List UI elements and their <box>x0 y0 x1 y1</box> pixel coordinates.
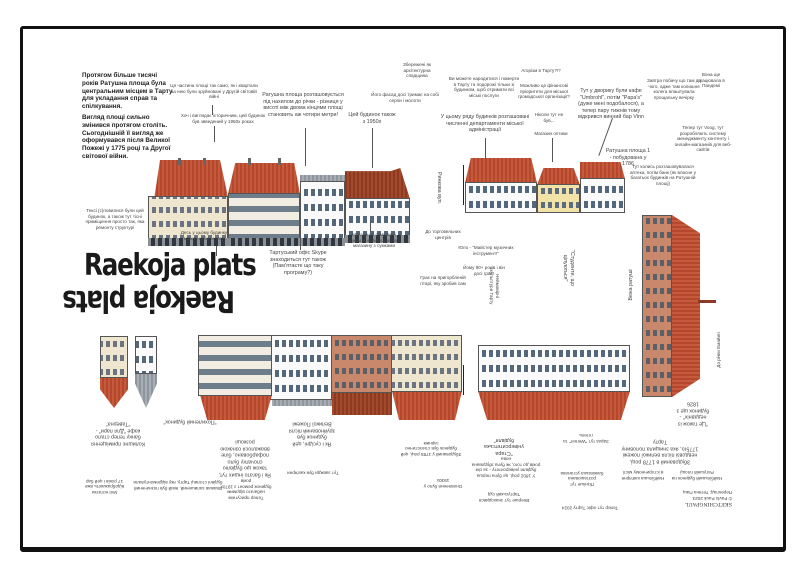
direction-arrow <box>463 365 464 395</box>
annotation: Пізніше тут розташована банківська устан… <box>560 470 604 487</box>
leader-line <box>214 126 215 142</box>
annotation: Колишнє приміщення банку тепер стало каф… <box>91 420 145 447</box>
tower-right <box>135 336 157 408</box>
annotation: Оновлення було у 1930х <box>423 478 463 490</box>
credit-line: © Pavlo Pauk 2023 <box>692 496 732 502</box>
intro-text: Протягом більше тисячі років Ратушна пло… <box>82 72 174 164</box>
building-city-administration <box>465 158 537 213</box>
annotation: Його фасад досі тримає на собі серпи і м… <box>371 92 439 103</box>
annotation: "Похилений будинок" <box>163 418 217 425</box>
annotation: Тексі (с)повилися були цей будинок, а та… <box>85 208 145 230</box>
intro-paragraph: Протягом більше тисячі років Ратушна пло… <box>82 72 173 111</box>
annotation: Юло - "Майстер музичних інструмент!" <box>458 245 514 256</box>
annotation: Збудований у 1785 році, цей будинок був … <box>400 440 462 457</box>
annotation: Тут колись розташовувалася аптека, потім… <box>629 164 697 186</box>
leader-line <box>216 246 217 256</box>
street-label: Ринкова вул. <box>436 171 442 205</box>
annotation: Магазин із сумками і одним із найкращих … <box>347 232 401 249</box>
credit-line: Переклад: Тетяна Пащ <box>682 490 732 496</box>
leader-line <box>212 105 213 115</box>
poster-title-mirrored: Raekoja plats <box>63 283 235 318</box>
annotation: "Студенти, що цілуються" <box>562 250 575 286</box>
annotation: Найбільший будинок на Ратушній площі <box>671 470 723 482</box>
annotation: Цей будинок також з 1950х <box>348 112 396 125</box>
annotation: Збудований в 1778 році, невдовзі після в… <box>621 438 699 465</box>
annotation: Грає на пригорбленій гітарі, яку зробив … <box>420 275 466 286</box>
annotation: У 1802 році, це була перша будівля уніве… <box>471 456 541 479</box>
annotation: Як і багато інших тут, також цю будівлю … <box>218 438 272 478</box>
tower-left <box>100 336 128 408</box>
annotation: Мої нотатки відображають вже 17 років і … <box>84 478 125 495</box>
annotation: Можливо це фінансові пріоритети для місь… <box>518 83 570 100</box>
annotation: Тепер присутнім набагато відомим будинок… <box>220 478 272 501</box>
credit-block: SKETCHINGPAUL © Pavlo Pauk 2023 Переклад… <box>672 490 732 508</box>
annotation: Вперше тут знаходився Тартуський суд <box>478 492 530 504</box>
leader-line <box>552 138 553 162</box>
old-university-building <box>478 345 630 420</box>
annotation: У цьому ряду будинків розташовані числен… <box>440 114 530 134</box>
leader-line <box>485 138 486 158</box>
leader-line <box>300 236 301 250</box>
annotation: Десь у цьому будинку можна набити тату <box>180 230 228 241</box>
annotation: Вежа ратуші <box>628 269 634 301</box>
leader-line <box>305 128 306 166</box>
annotation: До річки Емайигі <box>716 332 721 368</box>
annotation: Ви можете народитися і померти в Тарту т… <box>448 76 520 98</box>
artist-signature: SKETCHINGPAUL <box>685 501 732 508</box>
annotation: Вона ще працювала в Пандемі <box>697 72 725 89</box>
annotation: Найбільша кав'ярня в історичному місті <box>621 470 665 482</box>
annotation: Ніколи тут не був... <box>534 112 564 123</box>
town-hall <box>642 215 716 397</box>
annotation: Неймовірні скульптури Тарту <box>489 267 500 305</box>
annotation: Тепер тут офіс Тарту 2024 <box>561 505 619 511</box>
direction-arrow <box>463 165 464 205</box>
annotation: Магазин оптики <box>534 131 568 136</box>
annotation: Тартуський офіс Skype знаходиться тут та… <box>269 250 327 276</box>
building-1950s-left <box>228 158 300 246</box>
town-hall-spire <box>698 300 716 303</box>
annotation: До торговельних центрів <box>425 229 461 240</box>
building-old-left <box>148 158 228 246</box>
leader-line <box>370 220 371 232</box>
building-raekoja-1 <box>580 162 625 213</box>
annotation: Ратушна площа 1 - побудована у 1786 <box>605 148 651 168</box>
annotation: Хоч і виглядає історичним, цей будинок б… <box>180 113 266 124</box>
annotation: Завтра побачу що там до чого, адже там к… <box>647 78 701 100</box>
annotation: Тут у дворику були кафе "Umbrohl", потім… <box>578 88 644 121</box>
building-optics-shop <box>537 168 580 213</box>
annotation: Ця частина площі так само, як і квартали… <box>170 83 258 100</box>
intro-paragraph: Вигляд площі сильно змінився протягом ст… <box>82 113 171 160</box>
buildings-south-row <box>198 335 462 420</box>
annotation: Агорізм в Тарту?!? <box>521 68 561 73</box>
annotation: Як і сусідні, цей будинок був зруйновани… <box>288 420 336 447</box>
building-soviet-facade <box>300 175 345 246</box>
annotation: Тут завжди був кав'ярня <box>287 470 339 476</box>
annotation: Ратушна площа розташовується під нахилом… <box>262 92 344 118</box>
leader-line <box>372 128 373 168</box>
annotation: "Стара університетська будівля" <box>484 436 524 456</box>
annotation: Тепер тут Voog, тут розробляють систему … <box>674 125 732 153</box>
building-skype-office <box>345 168 410 243</box>
annotation: "Це також із недавніх" - будинок ще з 18… <box>676 400 710 427</box>
poster-frame <box>20 26 786 552</box>
annotation: Збережені як архітектурна спадщина <box>403 62 431 79</box>
annotation: Йому 90+ років і він досі грає! <box>463 265 505 276</box>
annotation: Зараз тут "Werner" та готель <box>563 433 609 445</box>
annotation: Вважав залишений, який був позначений бу… <box>133 480 223 492</box>
poster-title: Raekoja plats <box>84 248 257 283</box>
